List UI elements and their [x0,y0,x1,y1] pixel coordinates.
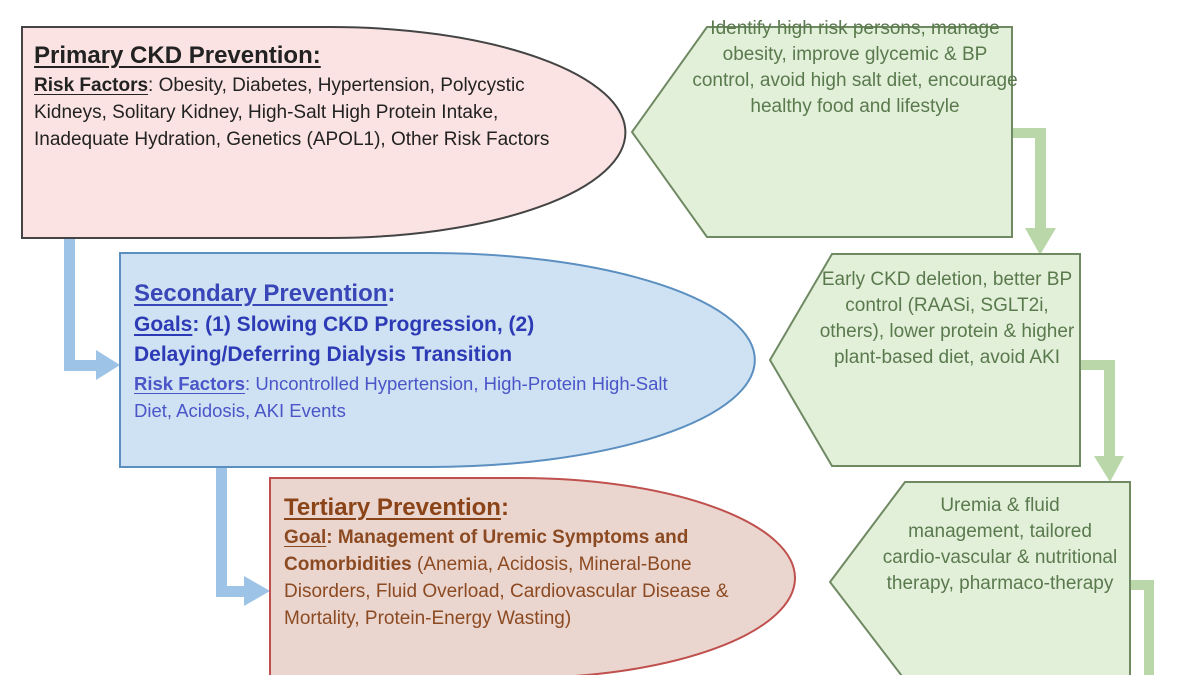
primary-risk-label: Risk Factors [34,75,149,96]
tertiary-prevention-shape [269,477,796,675]
tertiary-title-suffix: : [500,494,509,521]
primary-risk-factors: Risk Factors: Obesity, Diabetes, Hyperte… [34,72,574,153]
primary-risk-text: : Obesity, Diabetes, Hypertension, Polyc… [34,75,550,150]
intervention-text-2: Early CKD deletion, better BP control (R… [819,269,1075,368]
secondary-title-suffix: : [387,280,396,307]
primary-title: Primary CKD Prevention: [34,42,321,69]
primary-prevention-text: Primary CKD Prevention: Risk Factors: Ob… [34,40,574,153]
secondary-prevention-shape [119,252,756,468]
tertiary-goal: Goal: Management of Uremic Symptoms and … [284,524,764,632]
secondary-risk-factors: Risk Factors: Uncontrolled Hypertension,… [134,370,694,424]
secondary-risk-label: Risk Factors [134,373,246,394]
tertiary-prevention-text: Tertiary Prevention: Goal: Management of… [284,492,764,632]
intervention-text-3: Uremia & fluid management, tailored card… [882,495,1118,594]
intervention-box-1 [630,26,1013,238]
intervention-box-3 [828,481,1131,675]
arrow-intervention3-down [1130,580,1154,675]
tertiary-title-line: Tertiary Prevention: [284,492,764,524]
secondary-goals-label: Goals [134,313,193,336]
tertiary-goal-text: : Management of Uremic Symptoms and Como… [284,527,689,575]
arrow-intervention2-to-3 [1080,360,1124,482]
tertiary-title: Tertiary Prevention [284,494,501,521]
arrow-intervention1-to-2 [1012,128,1056,255]
tertiary-goal-label: Goal [284,527,327,548]
secondary-goals-text: : (1) Slowing CKD Progression, (2) Delay… [134,313,535,366]
secondary-title: Secondary Prevention [134,280,388,307]
arrow-secondary-to-tertiary [216,466,270,606]
tertiary-detail-text: (Anemia, Acidosis, Mineral-Bone Disorder… [284,554,729,629]
secondary-risk-text: : Uncontrolled Hypertension, High-Protei… [134,373,668,421]
arrow-primary-to-secondary [64,238,120,380]
secondary-title-line: Secondary Prevention: [134,278,694,310]
intervention-box-2 [768,253,1081,467]
primary-prevention-shape [21,26,627,239]
intervention-text-1: Identify high risk persons, manage obesi… [692,18,1018,117]
secondary-prevention-text: Secondary Prevention: Goals: (1) Slowing… [134,278,694,424]
secondary-goals: Goals: (1) Slowing CKD Progression, (2) … [134,310,694,370]
